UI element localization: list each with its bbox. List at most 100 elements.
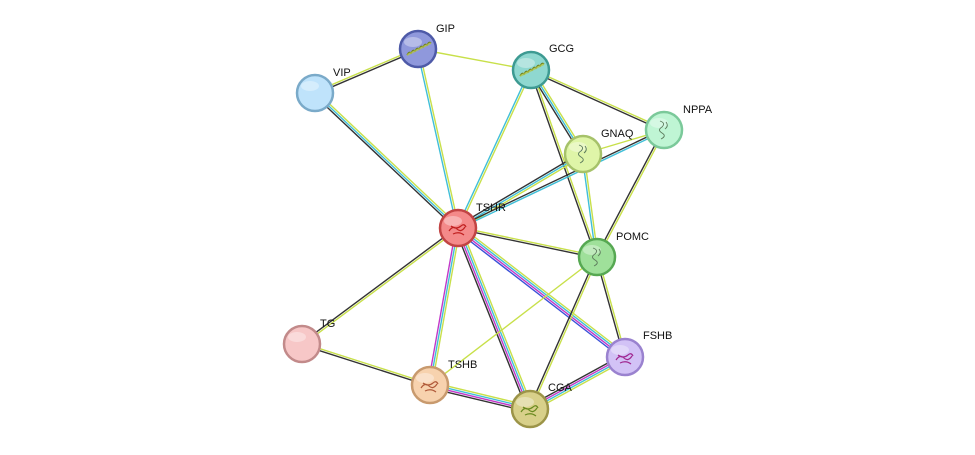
node-circle xyxy=(563,134,603,174)
edge-strand-text-mining xyxy=(597,130,666,258)
protein-coil-icon xyxy=(578,144,587,164)
edge-gcg-nppa[interactable] xyxy=(530,68,665,132)
node-highlight xyxy=(288,332,306,342)
edge-strand-text-mining xyxy=(302,342,431,385)
edge-gip-tshr[interactable] xyxy=(416,48,460,229)
edge-strand-cooccurrence xyxy=(455,229,624,360)
edge-strand-experimental xyxy=(427,227,457,385)
edge-pomc-cga[interactable] xyxy=(528,256,599,410)
protein-fold-icon xyxy=(420,381,439,393)
node-label: NPPA xyxy=(683,104,713,116)
edge-strand-text-mining xyxy=(458,226,598,257)
edge-strand-database xyxy=(416,49,458,229)
edge-tg-tshb[interactable] xyxy=(301,342,431,387)
edge-strand-coexpression xyxy=(457,128,664,228)
node-label: GCG xyxy=(549,43,574,55)
edge-nppa-pomc[interactable] xyxy=(595,129,666,258)
edge-strand-coexpression xyxy=(454,228,528,411)
edge-vip-tshr[interactable] xyxy=(313,91,460,230)
edge-strand-database xyxy=(429,227,459,386)
node-pomc[interactable]: POMC xyxy=(577,231,649,277)
edge-gcg-tshr[interactable] xyxy=(456,69,533,229)
node-highlight xyxy=(404,37,422,47)
edge-strand-text-mining xyxy=(530,257,599,410)
node-highlight xyxy=(301,81,319,91)
node-highlight xyxy=(650,118,668,128)
node-cga[interactable]: CGA xyxy=(510,382,573,429)
edge-strand-experimental xyxy=(456,228,625,359)
edge-strand-database xyxy=(458,130,665,230)
edge-strand-database xyxy=(458,227,532,409)
edge-tshr-cga[interactable] xyxy=(454,226,534,411)
edge-strand-text-mining xyxy=(458,70,533,229)
node-vip[interactable]: VIP xyxy=(295,67,351,113)
edge-strand-coexpression xyxy=(456,151,583,227)
node-label: TSHB xyxy=(448,359,477,371)
node-tshr[interactable]: TSHR xyxy=(438,202,506,248)
edge-nppa-tshr[interactable] xyxy=(457,128,665,230)
node-highlight xyxy=(611,345,629,355)
node-tg[interactable]: TG xyxy=(282,318,335,364)
edge-tshr-tshb[interactable] xyxy=(427,227,461,386)
edge-strand-text-mining xyxy=(460,226,534,409)
node-label: FSHB xyxy=(643,330,672,342)
node-layer: GIP GCG VIP NPPA GNAQ TSHR POMC TG FSHB TSHB CGA xyxy=(282,23,713,429)
protein-coil-icon xyxy=(592,247,601,267)
protein-fold-icon xyxy=(448,224,467,236)
node-tshb[interactable]: TSHB xyxy=(410,359,477,405)
protein-helix-icon xyxy=(519,62,545,77)
edge-pomc-tshb[interactable] xyxy=(429,256,598,386)
node-fshb[interactable]: FSHB xyxy=(605,330,672,377)
protein-coil-icon xyxy=(659,120,668,140)
edge-strand-experimental xyxy=(456,228,530,410)
node-circle xyxy=(282,324,322,364)
node-gcg[interactable]: GCG xyxy=(511,43,574,90)
node-circle xyxy=(577,237,617,277)
edge-strand-database xyxy=(314,92,459,229)
node-highlight xyxy=(416,373,434,383)
edge-strand-coexpression xyxy=(457,228,597,259)
protein-fold-icon xyxy=(520,405,539,417)
node-label: POMC xyxy=(616,231,649,243)
edge-strand-text-mining xyxy=(531,68,665,130)
edge-strand-text-mining xyxy=(429,256,598,386)
edge-strand-text-mining xyxy=(302,228,460,346)
edge-strand-text-mining xyxy=(431,228,461,386)
protein-helix-icon xyxy=(406,41,432,56)
edge-strand-coexpression xyxy=(528,256,597,409)
edge-tshr-pomc[interactable] xyxy=(457,226,598,259)
edge-strand-coexpression xyxy=(313,93,458,230)
edge-gnaq-tshr[interactable] xyxy=(456,151,585,231)
node-highlight xyxy=(516,397,534,407)
edge-strand-coexpression xyxy=(301,344,430,387)
node-highlight xyxy=(583,245,601,255)
node-gip[interactable]: GIP xyxy=(398,23,455,69)
node-circle xyxy=(295,73,335,113)
node-circle xyxy=(644,110,684,150)
edge-strand-coexpression xyxy=(595,129,664,257)
node-label: VIP xyxy=(333,67,351,79)
node-nppa[interactable]: NPPA xyxy=(644,104,713,150)
node-label: CGA xyxy=(548,382,573,394)
edge-tshr-tg[interactable] xyxy=(300,226,460,346)
edge-strand-coexpression xyxy=(530,70,664,132)
node-gnaq[interactable]: GNAQ xyxy=(563,128,634,174)
node-label: TG xyxy=(320,318,335,330)
edge-strand-database xyxy=(456,69,531,228)
edge-strand-text-mining xyxy=(458,155,585,231)
edge-tshr-fshb[interactable] xyxy=(455,225,628,360)
node-highlight xyxy=(569,142,587,152)
protein-fold-icon xyxy=(615,353,634,365)
edge-strand-coexpression xyxy=(300,226,458,344)
node-highlight xyxy=(517,58,535,68)
node-highlight xyxy=(444,216,462,226)
node-label: TSHR xyxy=(476,202,506,214)
edge-strand-database xyxy=(457,153,584,229)
node-label: GIP xyxy=(436,23,455,35)
edge-strand-text-mining xyxy=(418,48,460,228)
edge-strand-text-mining xyxy=(459,225,628,356)
edge-strand-database xyxy=(458,226,627,357)
node-label: GNAQ xyxy=(601,128,634,140)
